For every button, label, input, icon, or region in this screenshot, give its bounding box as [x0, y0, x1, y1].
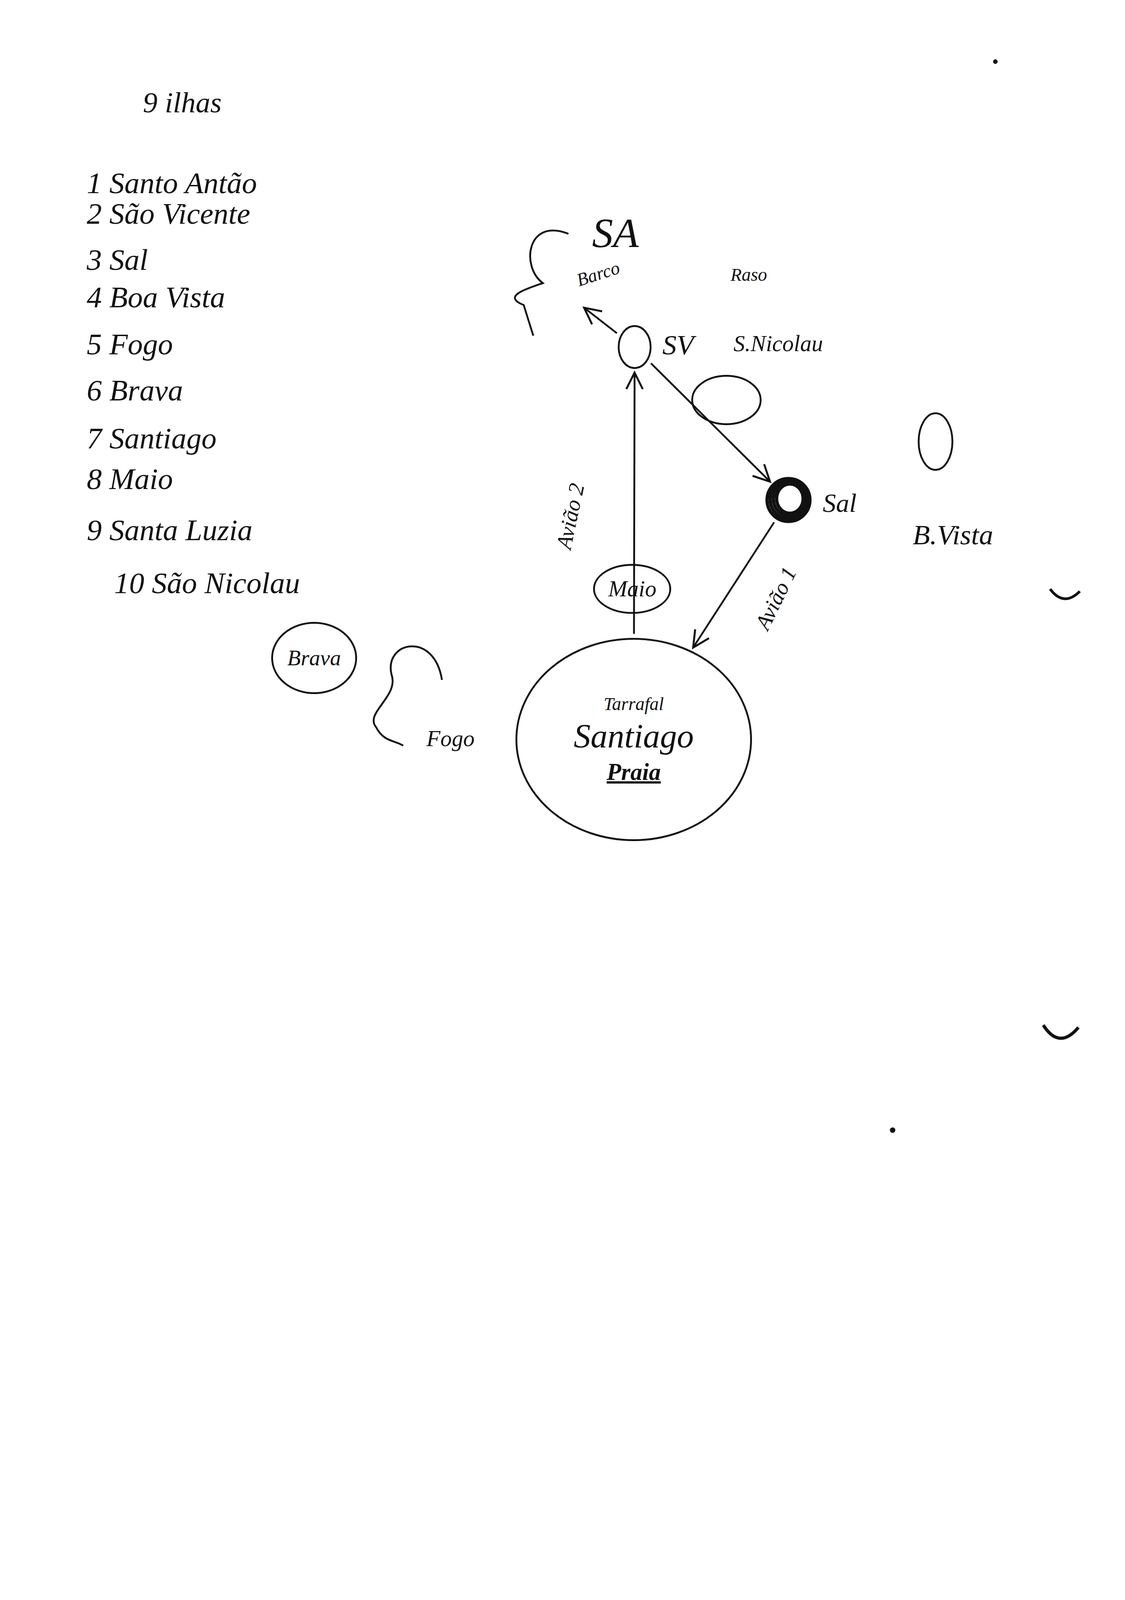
island-outline — [776, 483, 804, 514]
island-outline: Fogo — [372, 641, 450, 752]
pen-dot — [889, 1127, 896, 1133]
island-circle: B.Vista — [917, 411, 954, 472]
island-circle: Sal — [765, 477, 812, 523]
island-shape — [617, 324, 652, 370]
node-body: Maio — [592, 563, 672, 615]
island-list-item: 8 Maio — [86, 462, 174, 496]
node-body: TarrafalSantiagoPraia — [515, 637, 753, 842]
island-outline — [516, 638, 752, 841]
island-name: SV — [662, 329, 694, 361]
island-circle: Maio — [592, 563, 672, 615]
island-list-item: 6 Brava — [86, 373, 184, 408]
node-body: Brava — [270, 621, 358, 695]
island-list-item: 10 São Nicolau — [114, 566, 300, 600]
island-name: Maio — [608, 576, 657, 602]
island-list-item: 3 Sal — [86, 243, 148, 277]
island-circle: Brava — [270, 621, 358, 695]
island-outline — [692, 375, 761, 425]
island-outline — [770, 480, 808, 519]
island-outline — [515, 230, 569, 336]
island-outline — [272, 622, 357, 694]
pen-dot — [993, 59, 998, 64]
island-ellipse: TarrafalSantiagoPraia — [515, 637, 753, 842]
island-name: SA — [592, 210, 639, 257]
route-arrow — [651, 363, 770, 482]
island-name: Sal — [822, 488, 857, 518]
route-label: Avião 1 — [749, 560, 803, 637]
island-outline — [767, 478, 810, 522]
pen-mark — [1050, 588, 1080, 599]
island-outline — [618, 325, 651, 368]
island-shape — [917, 411, 954, 472]
island-list-item: 1 Santo Antão — [86, 166, 258, 200]
island-list-item: 9 Santa Luzia — [86, 513, 253, 547]
island-name: Brava — [287, 646, 341, 671]
route-arrow — [584, 307, 617, 333]
route-label: Barco — [571, 256, 626, 291]
route-label: Avião 2 — [551, 478, 590, 554]
islet-name: Raso — [730, 264, 768, 285]
island-name: B.Vista — [912, 519, 994, 551]
island-list-item: 7 Santiago — [86, 421, 217, 456]
island-list-item: 5 Fogo — [86, 327, 174, 362]
island-name: Santiago — [573, 717, 694, 755]
island-outline — [594, 564, 671, 613]
island-list-item: 4 Boa Vista — [86, 280, 226, 315]
island-name: S.Nicolau — [733, 331, 824, 357]
island-circle: SV — [617, 324, 652, 370]
pen-mark — [1043, 1025, 1079, 1039]
island-name: Tarrafal — [603, 693, 664, 715]
title: 9 ilhas — [142, 86, 222, 119]
island-circle: S.Nicolau — [690, 374, 763, 426]
island-name: Fogo — [426, 725, 475, 752]
island-outline — [918, 413, 953, 470]
island-shape — [765, 477, 812, 523]
island-list-item: 2 São Vicente — [86, 197, 251, 231]
island-shape — [690, 374, 763, 426]
island-name: Praia — [606, 758, 661, 785]
island-outline — [773, 482, 806, 516]
